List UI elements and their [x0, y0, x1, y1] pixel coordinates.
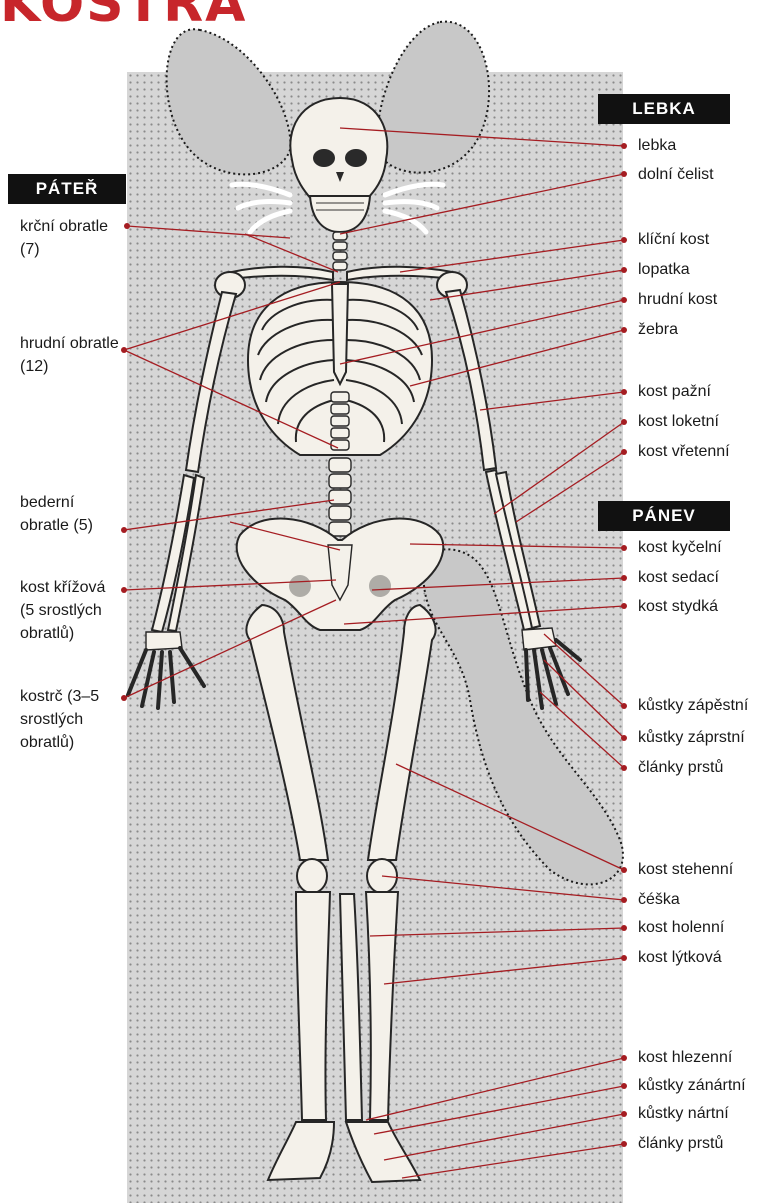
- label-kost-hlezenni: kost hlezenní: [638, 1046, 732, 1069]
- section-pater: PÁTEŘ: [8, 174, 126, 204]
- label-clanky-prstu-ruka: články prstů: [638, 756, 723, 779]
- label-krcni-obratle: krční obratle (7): [20, 215, 130, 261]
- label-kost-lytkova: kost lýtková: [638, 946, 722, 969]
- label-hrudni-kost: hrudní kost: [638, 288, 717, 311]
- femur-left: [246, 605, 328, 860]
- label-dolni-celist: dolní čelist: [638, 163, 714, 186]
- label-kost-stehenni: kost stehenní: [638, 858, 733, 881]
- skull: [290, 98, 387, 200]
- label-lopatka: lopatka: [638, 258, 690, 281]
- skeleton: [128, 98, 580, 1182]
- section-panev: PÁNEV: [598, 501, 730, 531]
- label-clanky-prstu-noha: články prstů: [638, 1132, 723, 1155]
- jaw: [310, 196, 370, 232]
- label-kost-sedaci: kost sedací: [638, 566, 719, 589]
- spine: [329, 392, 351, 536]
- label-kustky-zanartni: kůstky zánártní: [638, 1074, 746, 1097]
- label-kustky-nartni: kůstky nártní: [638, 1102, 729, 1125]
- label-kostrc: kostrč (3–5 srostlých obratlů): [20, 685, 124, 754]
- label-kustky-zapestni: kůstky zápěstní: [638, 694, 748, 717]
- label-lebka: lebka: [638, 134, 676, 157]
- label-kost-vretenni: kost vřetenní: [638, 440, 730, 463]
- label-hrudni-obratle: hrudní obratle (12): [20, 332, 130, 378]
- label-kost-pazni: kost pažní: [638, 380, 711, 403]
- sternum: [332, 284, 348, 384]
- femur-right: [368, 605, 436, 860]
- label-bederni-obratle: bederní obratle (5): [20, 491, 105, 537]
- label-klicni-kost: klíční kost: [638, 228, 709, 251]
- label-kost-stydka: kost stydká: [638, 595, 718, 618]
- label-kustky-zaprstni: kůstky záprstní: [638, 726, 745, 749]
- label-kost-kycelni: kost kyčelní: [638, 536, 722, 559]
- section-lebka: LEBKA: [598, 94, 730, 124]
- label-kost-loketni: kost loketní: [638, 410, 719, 433]
- label-zebra: žebra: [638, 318, 678, 341]
- label-ceska: čéška: [638, 888, 680, 911]
- label-kost-holenni: kost holenní: [638, 916, 724, 939]
- label-kost-krizova: kost křížová (5 srostlých obratlů): [20, 576, 120, 645]
